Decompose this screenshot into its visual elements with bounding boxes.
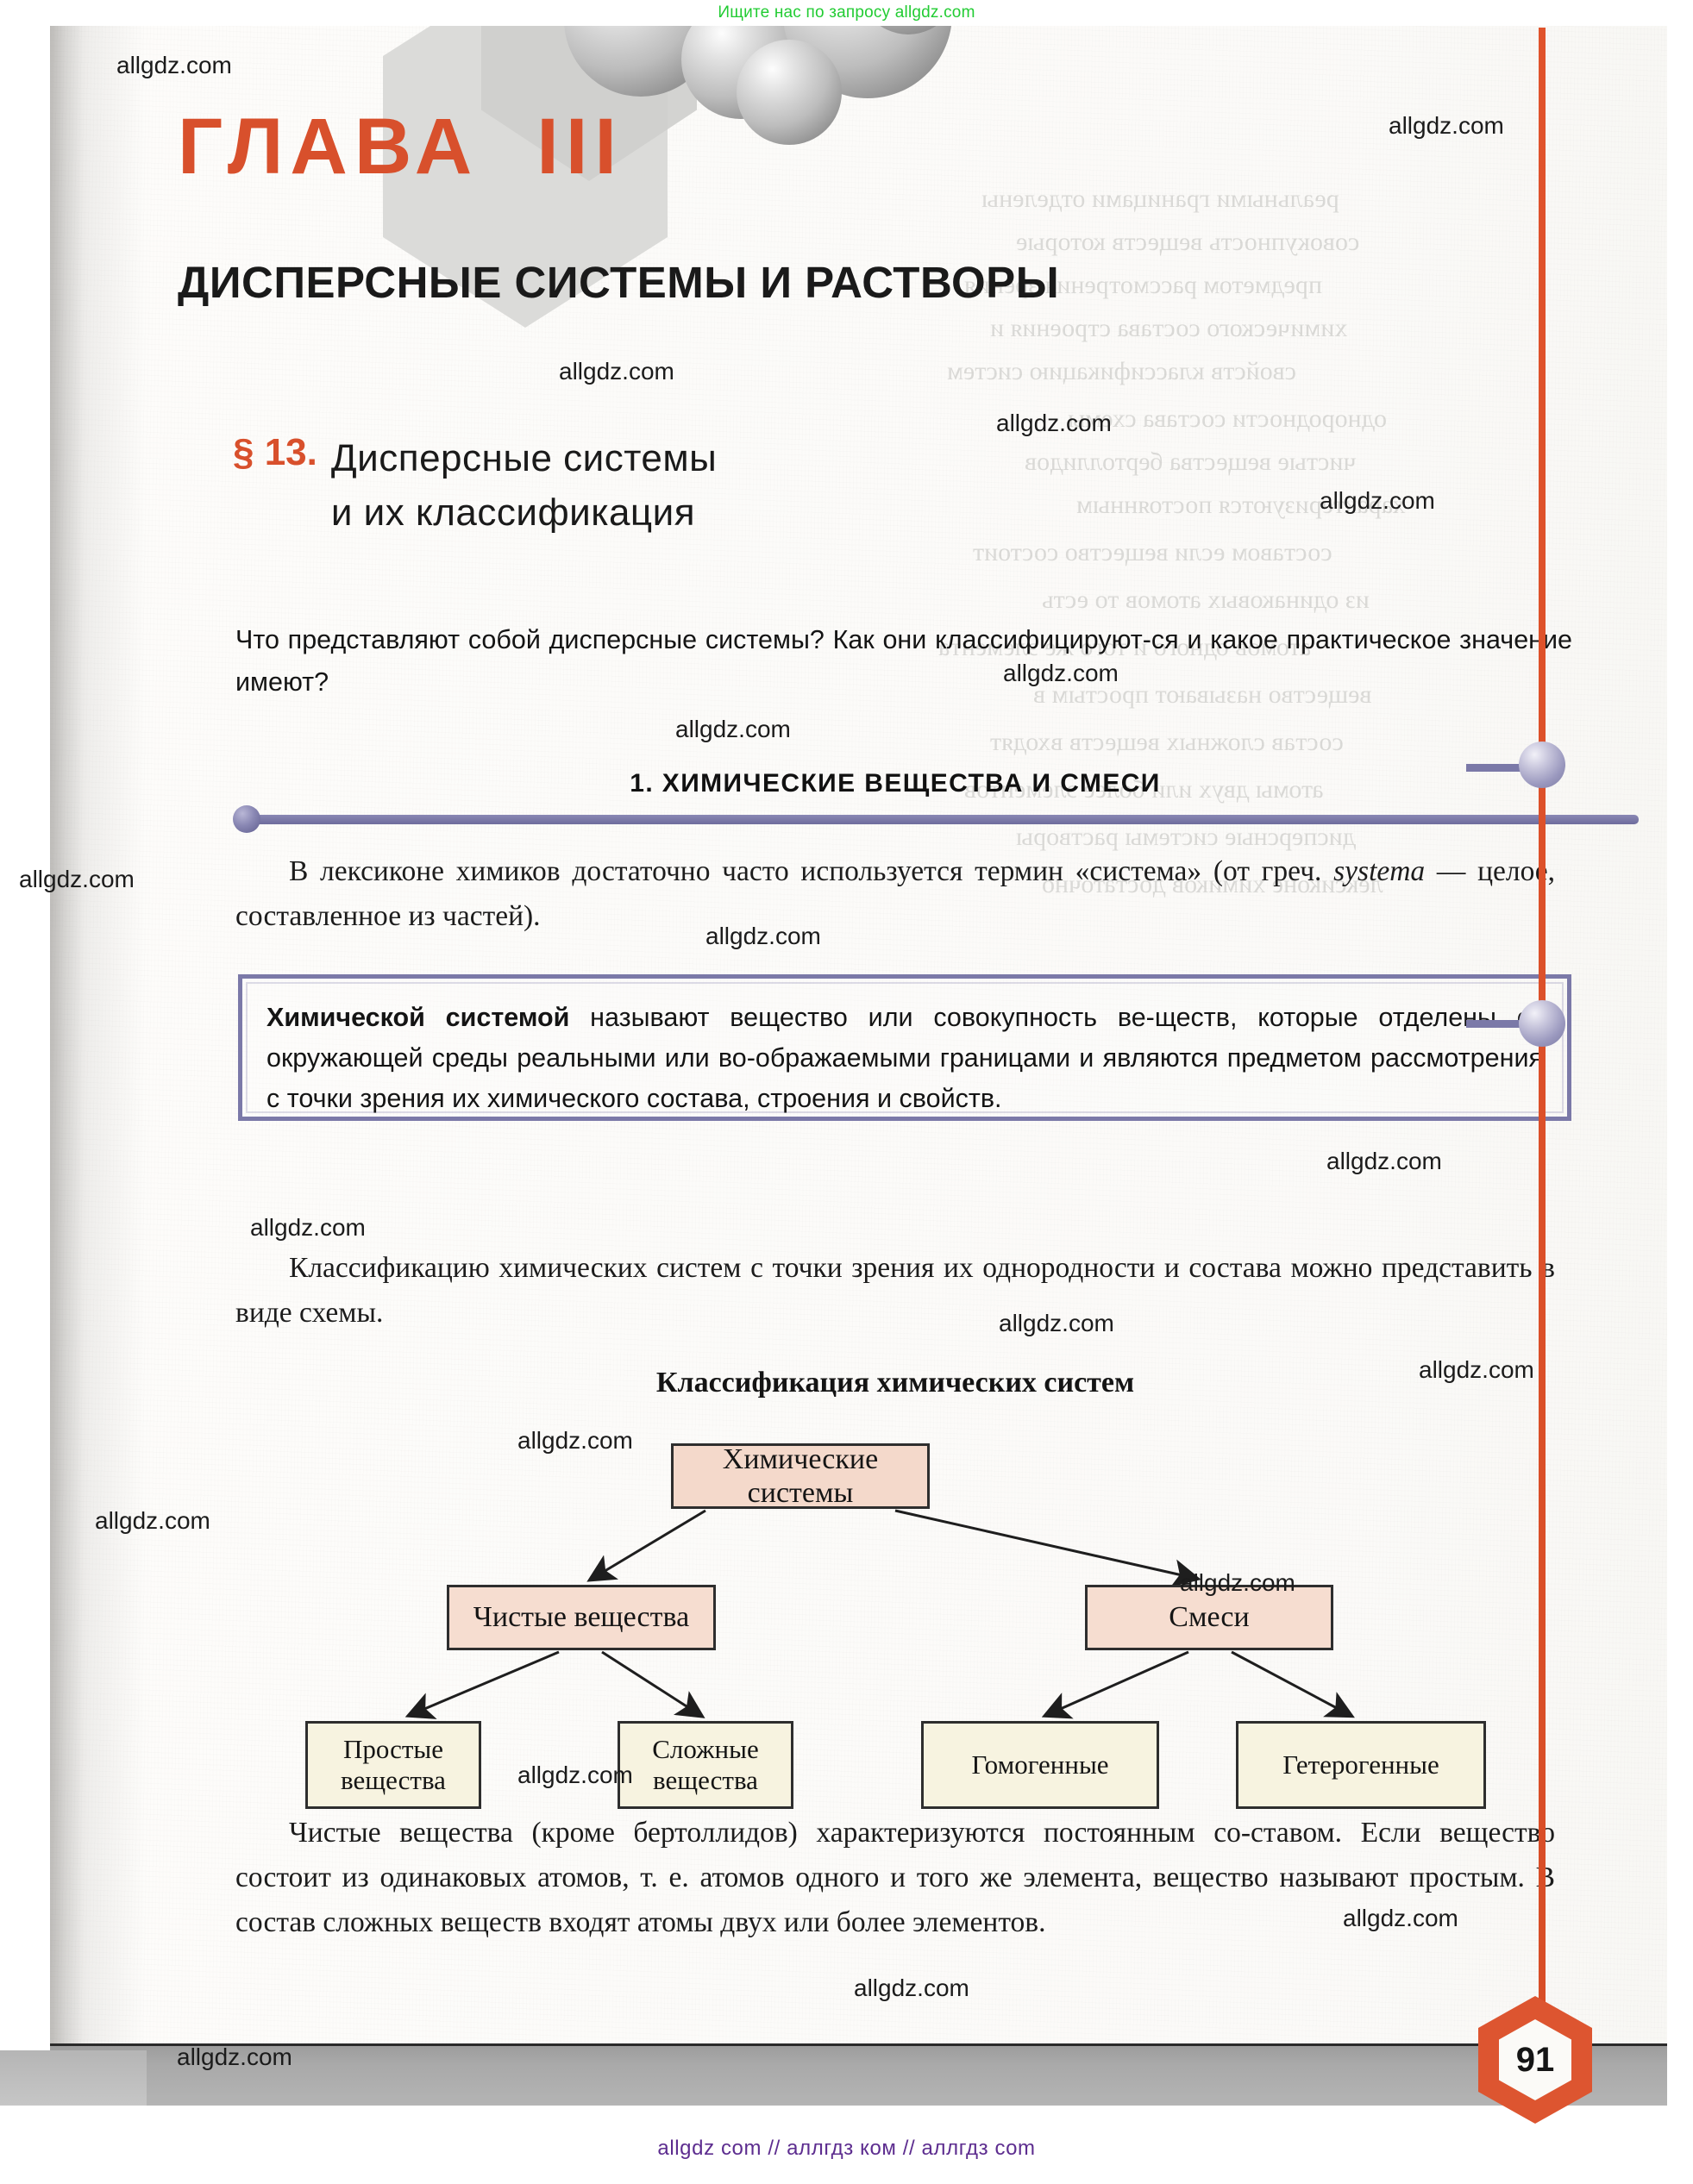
bleed-through-line: из одинаковых атомов то есть xyxy=(1042,585,1370,614)
definition-callout-box: Химической системой называют вещество ил… xyxy=(238,974,1571,1121)
diagram-node-pure-substances: Чистые вещества xyxy=(447,1585,716,1650)
par1-part-b: — целое, составленное из частей). xyxy=(235,855,1555,932)
facing-page-edge-band-left xyxy=(0,2050,147,2106)
diagram-node-heterogeneous: Гетерогенные xyxy=(1236,1721,1486,1809)
chapter-subtitle: ДИСПЕРСНЫЕ СИСТЕМЫ И РАСТВОРЫ xyxy=(178,258,1060,307)
page-number-hexagon-inner: 91 xyxy=(1499,2019,1571,2100)
watermark-allgdz: allgdz.com xyxy=(19,866,135,892)
watermark-allgdz: allgdz.com xyxy=(675,716,791,742)
diagram-node-homogeneous: Гомогенные xyxy=(921,1721,1159,1809)
definition-term: Химической системой xyxy=(266,1003,570,1032)
paragraph-classification-intro: Классификацию химических систем с точки … xyxy=(235,1252,1555,1329)
watermark-allgdz: allgdz.com xyxy=(1389,112,1504,139)
divider-ball-icon xyxy=(233,805,260,833)
chapter-title: ГЛАВА III xyxy=(178,103,624,191)
rail-connector-stub-1 xyxy=(1466,764,1544,772)
section-heading: § 13. Дисперсные системы и их классификац… xyxy=(233,431,1458,540)
diagram-node-complex-substances: Сложные вещества xyxy=(618,1721,793,1809)
rail-ball-icon-2 xyxy=(1519,1000,1565,1047)
diagram-title: Классификация химических систем xyxy=(655,1367,1135,1399)
watermark-allgdz: allgdz.com xyxy=(177,2043,292,2070)
diagram-node-mixtures: Смеси xyxy=(1085,1585,1333,1650)
watermark-allgdz: allgdz.com xyxy=(1326,1148,1442,1174)
watermark-allgdz: allgdz.com xyxy=(1343,1905,1458,1931)
facing-page-edge-band xyxy=(50,2043,1667,2106)
bleed-through-line: состав сложных веществ входят xyxy=(990,728,1344,756)
watermark-allgdz: allgdz.com xyxy=(1003,660,1119,686)
section-title: Дисперсные системы и их классификация xyxy=(330,437,718,534)
classification-diagram: Химические системы Чистые вещества Смеси… xyxy=(274,1440,1516,1809)
molecule-sphere xyxy=(737,40,842,145)
definition-box-inner: Химической системой называют вещество ил… xyxy=(246,982,1564,1113)
molecule-sphere xyxy=(852,26,964,34)
footer-links: allgdz com // аллгдз ком // аллгдз com xyxy=(657,2137,1036,2160)
paragraph-system-term: В лексиконе химиков достаточно часто исп… xyxy=(235,849,1555,939)
watermark-allgdz: allgdz.com xyxy=(705,923,821,949)
watermark-allgdz: allgdz.com xyxy=(517,1762,633,1788)
diagram-node-simple-substances: Простые вещества xyxy=(305,1721,481,1809)
diagram-connectors xyxy=(404,1509,1355,1719)
watermark-allgdz: allgdz.com xyxy=(1180,1569,1295,1596)
page-number-hexagon: 91 xyxy=(1478,1996,1592,2124)
watermark-allgdz: allgdz.com xyxy=(999,1310,1114,1336)
watermark-allgdz: allgdz.com xyxy=(854,1974,969,2001)
subsection-title: 1. ХИМИЧЕСКИЕ ВЕЩЕСТВА И СМЕСИ xyxy=(630,769,1161,798)
diagram-node-chemical-systems: Химические системы xyxy=(671,1443,930,1509)
chapter-header-artwork xyxy=(50,26,1667,509)
watermark-allgdz: allgdz.com xyxy=(1320,487,1435,514)
watermark-allgdz: allgdz.com xyxy=(95,1507,210,1534)
definition-text: Химической системой называют вещество ил… xyxy=(266,998,1543,1119)
definition-body: называют вещество или совокупность ве-ще… xyxy=(266,1003,1543,1113)
subsection-divider-rule xyxy=(241,815,1639,824)
watermark-allgdz: allgdz.com xyxy=(517,1427,633,1454)
section-number: § 13. xyxy=(233,431,317,473)
rail-ball-icon-1 xyxy=(1519,742,1565,788)
page-number: 91 xyxy=(1515,2040,1555,2079)
watermark-allgdz: allgdz.com xyxy=(250,1214,366,1241)
paragraph-pure-substances: Чистые вещества (кроме бертоллидов) хара… xyxy=(235,1817,1555,1938)
rail-connector-stub-2 xyxy=(1466,1020,1544,1028)
site-promo-banner: Ищите нас по запросу allgdz.com xyxy=(0,0,1693,26)
intro-question: Что представляют собой дисперсные систем… xyxy=(235,625,1572,697)
par1-part-a: В лексиконе химиков достаточно часто исп… xyxy=(289,855,1334,887)
watermark-allgdz: allgdz.com xyxy=(1419,1356,1534,1383)
watermark-allgdz: allgdz.com xyxy=(559,358,674,385)
watermark-allgdz: allgdz.com xyxy=(116,52,232,78)
watermark-allgdz: allgdz.com xyxy=(996,410,1112,436)
par1-italic-systema: systema xyxy=(1333,855,1426,887)
